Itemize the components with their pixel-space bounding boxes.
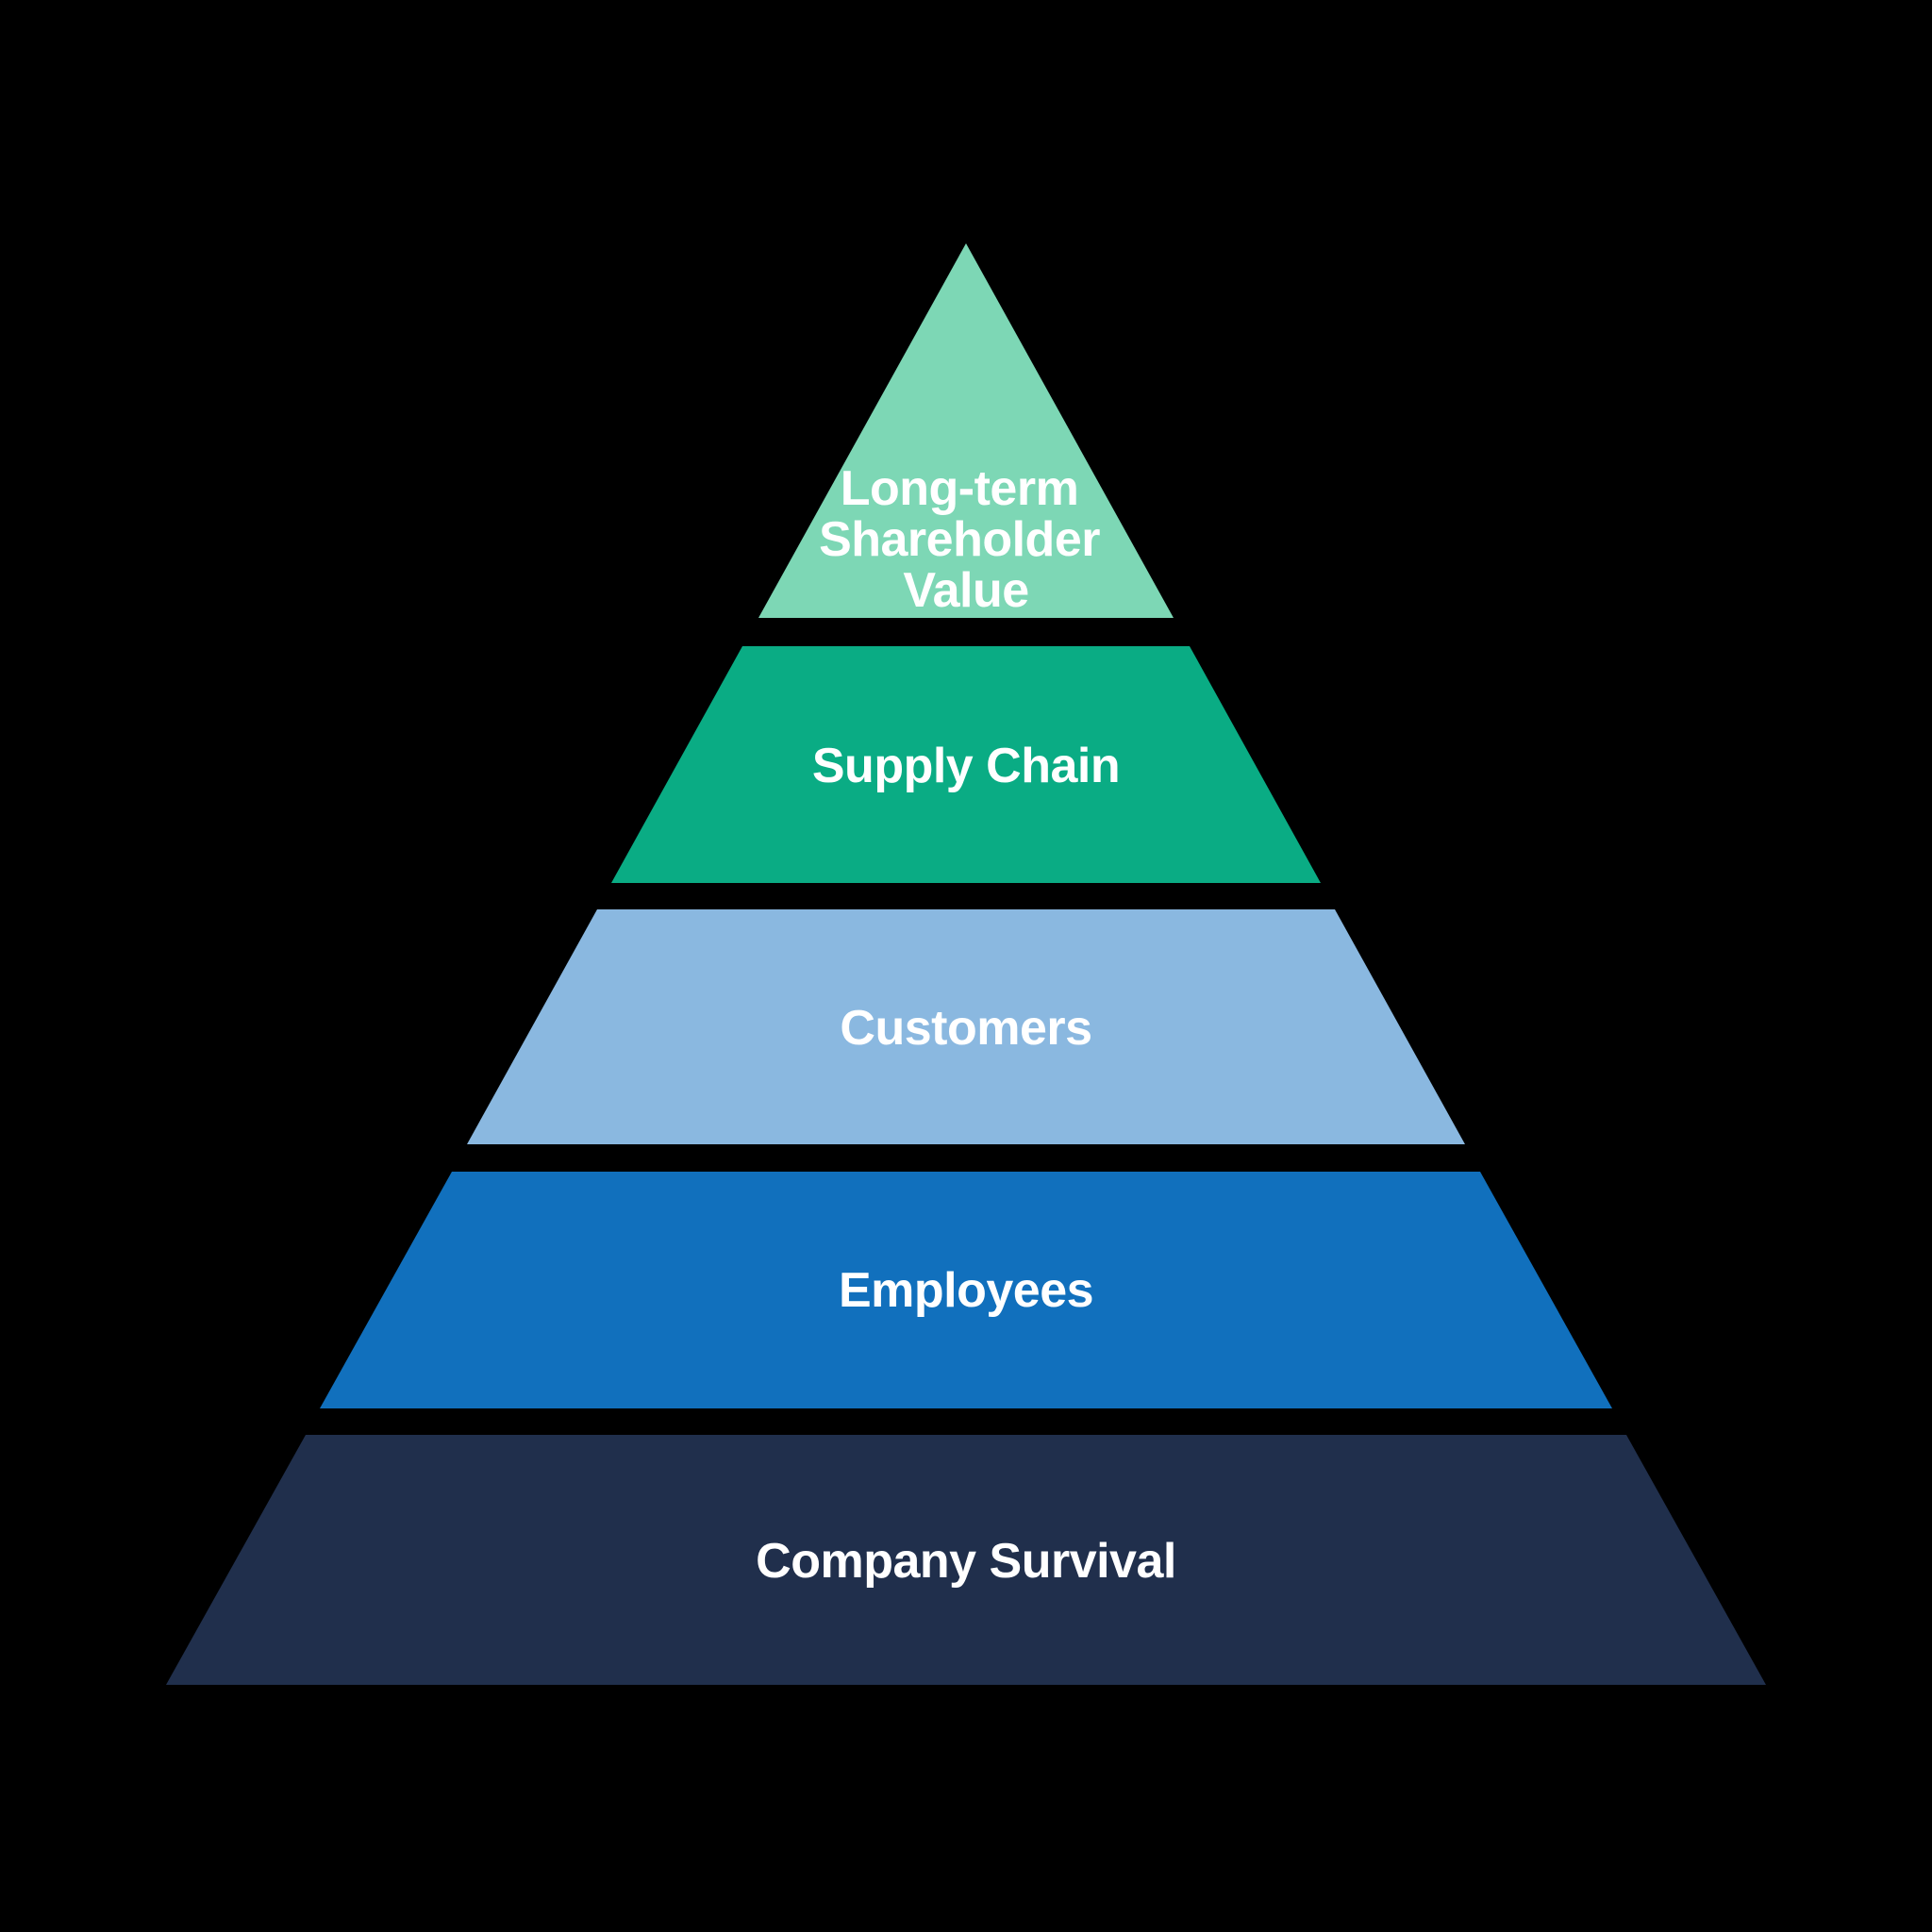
level-label-customers: Customers bbox=[840, 1001, 1091, 1056]
level-shape-customers bbox=[467, 909, 1465, 1144]
level-shape-long-term-shareholder-value bbox=[758, 243, 1174, 618]
level-shape-supply-chain bbox=[611, 646, 1321, 883]
level-label-employees: Employees bbox=[839, 1263, 1093, 1318]
label-line-1: Long-term bbox=[841, 461, 1079, 516]
label-line-3: Value bbox=[903, 563, 1028, 618]
level-label-company-survival: Company Survival bbox=[756, 1534, 1176, 1589]
pyramid-level-employees: Employees bbox=[320, 1172, 1612, 1408]
pyramid-level-company-survival: Company Survival bbox=[166, 1435, 1766, 1685]
level-label-supply-chain: Supply Chain bbox=[812, 739, 1120, 793]
label-line-2: Shareholder bbox=[819, 512, 1100, 567]
level-shape-employees bbox=[320, 1172, 1612, 1408]
pyramid-level-supply-chain: Supply Chain bbox=[611, 646, 1321, 883]
pyramid-level-customers: Customers bbox=[467, 909, 1465, 1144]
pyramid-level-long-term-shareholder-value: Long-term Shareholder Value bbox=[758, 243, 1174, 618]
level-label-long-term-shareholder-value: Long-term Shareholder Value bbox=[819, 461, 1113, 618]
level-shape-company-survival bbox=[166, 1435, 1766, 1685]
